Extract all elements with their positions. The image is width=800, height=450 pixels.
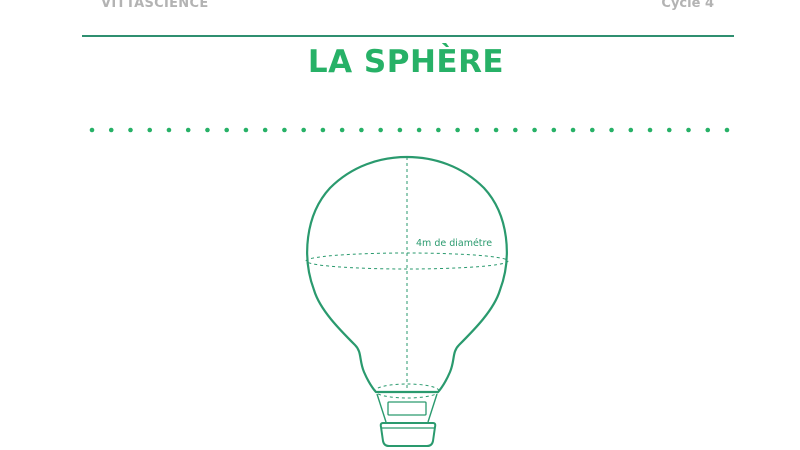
brand-label: VITTASCIENCE xyxy=(101,0,209,11)
separator-dot xyxy=(359,127,364,133)
separator-dot xyxy=(147,127,153,133)
separator-dot xyxy=(493,127,499,133)
header-divider xyxy=(82,35,734,37)
diameter-label: 4m de diamétre xyxy=(416,238,493,249)
separator-dot xyxy=(224,127,229,133)
separator-dot xyxy=(590,127,595,133)
separator-dot xyxy=(455,127,460,133)
burner xyxy=(387,401,427,416)
dotted-separator xyxy=(89,127,730,133)
separator-dot xyxy=(436,127,441,133)
rope-right xyxy=(427,393,438,423)
separator-dot xyxy=(205,127,210,133)
separator-dot xyxy=(705,127,711,133)
page-title: LA SPHÈRE xyxy=(307,44,505,80)
separator-dot xyxy=(628,127,634,133)
separator-dot xyxy=(282,127,287,133)
balloon-envelope xyxy=(306,155,508,394)
separator-dot xyxy=(474,127,480,133)
level-label: Cycle 4 xyxy=(661,0,714,11)
separator-dot xyxy=(513,127,518,133)
separator-dot xyxy=(397,127,403,133)
separator-dot xyxy=(108,127,114,133)
bottom-opening-ellipse xyxy=(374,383,440,399)
separator-dot xyxy=(532,127,537,133)
separator-dot xyxy=(570,127,576,133)
separator-dot xyxy=(128,127,133,133)
separator-dot xyxy=(609,127,614,133)
separator-dot xyxy=(666,127,672,133)
separator-dot xyxy=(89,127,95,133)
separator-dot xyxy=(166,127,172,133)
separator-dot xyxy=(647,127,653,133)
separator-dot xyxy=(320,127,326,133)
hot-air-balloon-illustration xyxy=(305,155,509,447)
separator-dot xyxy=(686,127,691,133)
separator-dot xyxy=(243,127,249,133)
separator-dot xyxy=(339,127,345,133)
separator-dot xyxy=(416,127,422,133)
separator-dot xyxy=(185,127,191,133)
separator-dot xyxy=(301,127,306,133)
separator-dot xyxy=(262,127,268,133)
basket xyxy=(379,422,437,447)
separator-dot xyxy=(551,127,557,133)
rope-left xyxy=(376,393,387,423)
equator-ellipse xyxy=(305,252,509,270)
separator-dot xyxy=(378,127,383,133)
separator-dot xyxy=(724,127,730,133)
